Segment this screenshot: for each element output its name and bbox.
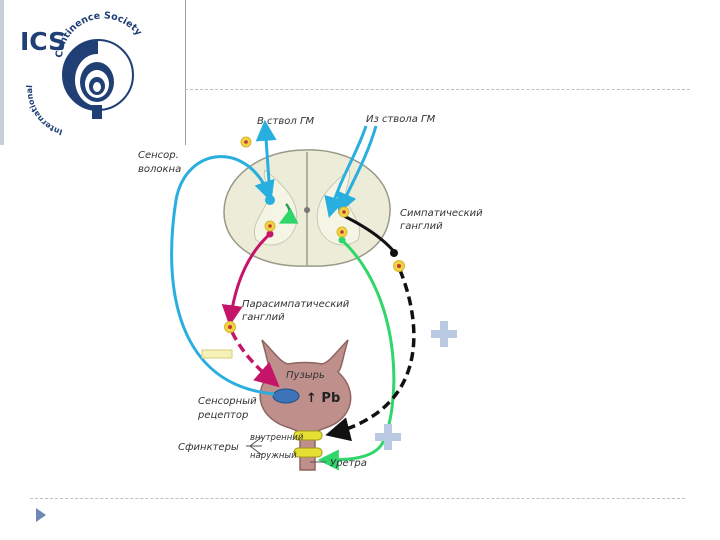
top-divider <box>185 89 690 90</box>
label-urethra: Уретра <box>330 458 367 469</box>
label-internal: внутренний <box>250 433 304 443</box>
sensory-afferent-path <box>170 155 275 396</box>
ganglion-marker <box>264 220 276 232</box>
label-sphincters: Сфинктеры <box>178 442 239 453</box>
ascending-path <box>255 119 277 197</box>
sensory-receptor <box>272 388 300 404</box>
label-sympathetic-2: ганглий <box>400 221 443 232</box>
ganglion-marker <box>265 195 275 205</box>
legend-swatch <box>201 349 233 359</box>
internal-sphincter <box>293 430 323 441</box>
sphincter-bracket <box>246 436 263 456</box>
label-pressure: ↑ Pb <box>306 391 340 406</box>
label-parasympathetic: Парасимпатический <box>242 299 350 310</box>
logo-abbr: ICS <box>20 27 66 56</box>
plus-icon <box>431 321 457 347</box>
label-from-brainstem: Из ствола ГМ <box>366 114 436 125</box>
parasympathetic-postganglionic <box>230 331 280 388</box>
bullet-triangle-icon <box>36 508 46 522</box>
label-sensory-receptor-2: рецептор <box>197 410 248 421</box>
ganglion-marker <box>336 226 348 238</box>
ganglion-marker <box>338 206 350 218</box>
external-sphincter <box>293 447 323 458</box>
ics-logo: ICS Continence Society International <box>20 10 144 136</box>
label-sympathetic: Симпатический <box>400 208 483 219</box>
bottom-divider <box>30 498 685 499</box>
parasympathetic-preganglionic <box>221 232 271 327</box>
plus-icon <box>375 424 401 450</box>
label-sensory-fibers: Сенсор. <box>138 150 179 161</box>
ganglion-marker <box>224 321 236 333</box>
label-external: наружный <box>250 451 297 461</box>
descending-path-b <box>324 125 368 219</box>
label-parasympathetic-2: ганглий <box>242 312 285 323</box>
ganglion-marker <box>393 260 405 272</box>
label-to-brainstem: В ствол ГМ <box>257 116 315 127</box>
label-sensory-fibers-2: волокна <box>138 164 181 175</box>
sympathetic-postganglionic <box>325 269 416 442</box>
ganglion-marker <box>240 136 252 148</box>
label-sensory-receptor: Сенсорный <box>198 396 257 407</box>
label-bladder: Пузырь <box>286 370 325 381</box>
logo-emblem <box>62 39 134 119</box>
logo-left-rule <box>0 0 4 145</box>
logo-panel: ICS Continence Society International <box>0 0 186 145</box>
somatic-pathway <box>317 238 396 471</box>
